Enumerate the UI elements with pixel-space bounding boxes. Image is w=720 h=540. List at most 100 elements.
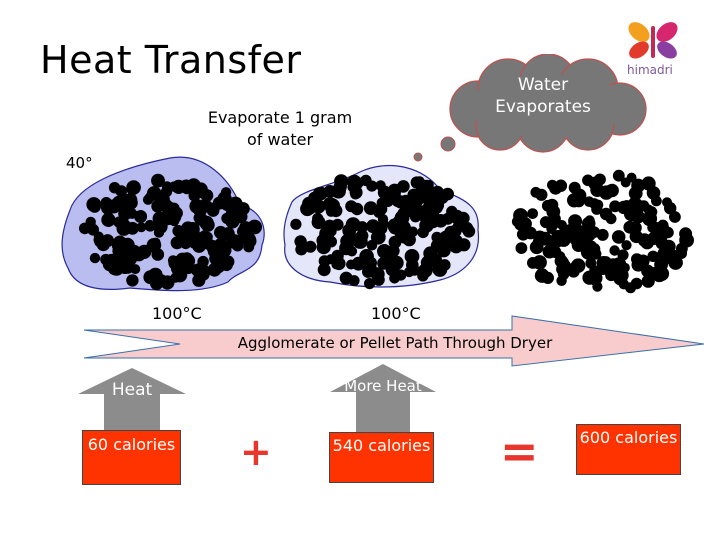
particle (646, 206, 658, 218)
particle (350, 176, 364, 190)
particle (366, 180, 378, 192)
particle (221, 227, 235, 241)
particle (106, 199, 121, 214)
particle (181, 221, 195, 236)
particle (417, 270, 429, 282)
dryer-path-arrow (83, 315, 705, 367)
particle (377, 244, 392, 259)
particle (333, 180, 347, 194)
particle (641, 176, 656, 191)
particle (591, 203, 603, 215)
particle (179, 237, 192, 250)
particle (584, 240, 598, 253)
thought-bubbles (387, 136, 456, 171)
particle (304, 240, 317, 253)
cloud-text: Water Evaporates (495, 75, 591, 117)
particle (388, 235, 402, 249)
particle (101, 212, 116, 227)
particle (414, 205, 429, 219)
particle (199, 215, 214, 231)
particle (189, 185, 204, 199)
more-heat-up-arrow (330, 364, 436, 434)
particle (362, 265, 375, 278)
particle (421, 255, 433, 267)
dryer-path-label: Agglomerate or Pellet Path Through Dryer (237, 334, 553, 352)
particle (456, 211, 470, 225)
logo-text: himadri (627, 63, 673, 77)
particle (116, 221, 132, 236)
particle (225, 214, 240, 229)
particle (551, 230, 565, 244)
particle (126, 182, 139, 196)
particle (593, 173, 606, 186)
particle (557, 256, 569, 269)
particle (364, 278, 376, 290)
particle (591, 265, 602, 276)
particle (152, 211, 167, 226)
particle (350, 202, 364, 216)
particle (680, 232, 691, 244)
particle (605, 213, 617, 225)
slide-title: Heat Transfer (40, 38, 302, 82)
particle-cluster-dry (511, 169, 694, 294)
particle (676, 248, 687, 259)
particle (436, 191, 449, 204)
start-temperature: 40° (66, 154, 93, 172)
particle (325, 203, 336, 215)
particle (194, 262, 209, 277)
particle (612, 169, 625, 182)
particle (134, 210, 148, 223)
particle (516, 228, 530, 241)
particle (316, 240, 331, 255)
particle (557, 268, 570, 280)
particle (94, 235, 107, 248)
particle (397, 220, 411, 233)
calories-box-600: 600 calories (576, 424, 681, 475)
particle (609, 245, 620, 256)
particle (377, 185, 392, 200)
particle (548, 212, 561, 226)
calories-box-60: 60 calories (82, 430, 181, 485)
particle (630, 277, 643, 290)
particle (220, 258, 233, 272)
particle (220, 187, 232, 198)
particle (647, 222, 658, 233)
particle (302, 196, 317, 211)
particle (171, 264, 182, 275)
particle (168, 202, 180, 214)
particle (79, 222, 91, 235)
particle (144, 192, 156, 203)
more-heat-label: More Heat (344, 377, 422, 395)
calories-box-540: 540 calories (329, 432, 434, 483)
particle (215, 241, 228, 254)
particle (127, 275, 138, 287)
particle (137, 244, 152, 259)
particle (527, 257, 539, 269)
thought-cloud (449, 54, 647, 153)
particle (395, 269, 407, 281)
particle (346, 246, 358, 257)
particle (573, 195, 585, 208)
particle (626, 172, 637, 183)
particle (244, 233, 256, 245)
particle (118, 207, 132, 221)
equals-sign: = (500, 424, 539, 478)
particle (290, 218, 302, 230)
particle (410, 190, 421, 201)
particle (124, 252, 137, 266)
particle (425, 213, 440, 229)
heat-label: Heat (111, 380, 153, 400)
particle (549, 181, 563, 195)
particle (151, 199, 165, 213)
particle (348, 275, 360, 287)
particle (143, 270, 158, 285)
particle (655, 238, 667, 250)
particle (538, 231, 552, 246)
particle (406, 258, 419, 272)
particle (446, 205, 458, 218)
particle (583, 196, 595, 207)
temperature-label-1: 100°C (152, 304, 202, 323)
particle (207, 262, 222, 277)
particle (664, 202, 677, 215)
particle (582, 174, 594, 187)
